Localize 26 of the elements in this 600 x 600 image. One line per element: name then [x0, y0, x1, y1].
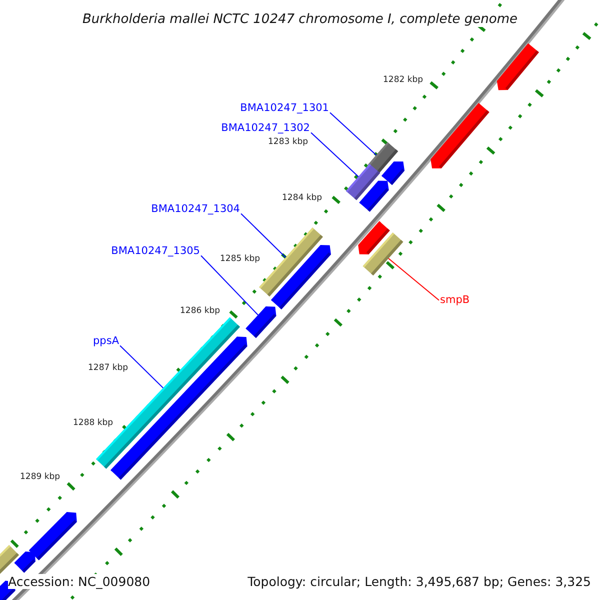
genome-info-text: Topology: circular; Length: 3,495,687 bp; Genes: 3,325 [248, 574, 591, 589]
scale-label: 1285 kbp [220, 254, 260, 264]
scale-label: 1283 kbp [268, 137, 308, 148]
leader-line [388, 258, 440, 301]
leader-line [330, 112, 377, 156]
gene-label: BMA10247_1305 [111, 245, 200, 258]
scale-label: 1284 kbp [282, 193, 322, 204]
gene-bar [362, 232, 404, 276]
gene-bar [259, 228, 323, 296]
scale-label: 1288 kbp [73, 418, 114, 428]
gene-label: smpB [440, 294, 470, 307]
leader-line [310, 132, 359, 178]
gene-label: BMA10247_1302 [221, 122, 310, 135]
scale-label: 1287 kbp [88, 363, 128, 374]
leader-line [200, 255, 259, 316]
leader-line [240, 213, 286, 258]
gene-label: BMA10247_1301 [240, 102, 329, 115]
scale-label: 1282 kbp [383, 75, 424, 86]
gene-label: BMA10247_1304 [151, 203, 240, 216]
scale-label: 1289 kbp [20, 472, 60, 482]
gene-bar [246, 306, 276, 338]
scale-label: 1286 kbp [180, 306, 220, 316]
gene-label: ppsA [93, 335, 119, 348]
leader-line [120, 345, 164, 388]
gene-bar [346, 164, 380, 200]
accession-text: Accession: NC_009080 [8, 574, 150, 589]
